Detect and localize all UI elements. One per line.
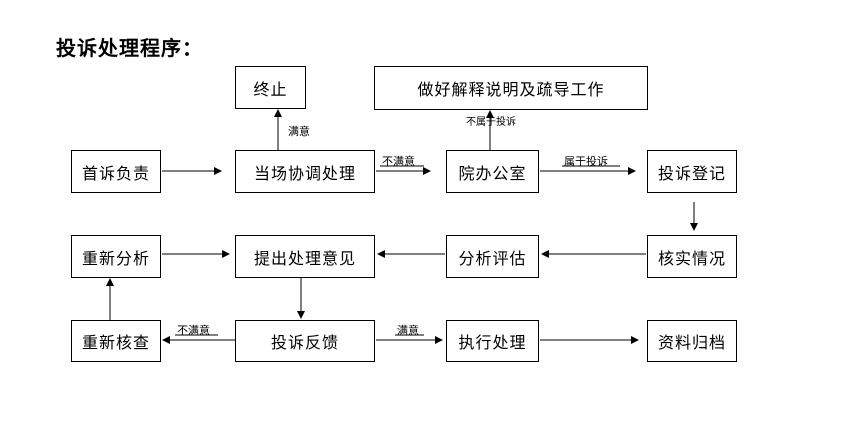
node-zuohao: 做好解释说明及疏导工作: [374, 66, 648, 110]
label-manyi-right: 满意: [397, 324, 419, 337]
node-guidang: 资料归档: [647, 320, 737, 362]
label-bumanyi-left: 不满意: [177, 324, 210, 337]
label-bushuyu: 不属于投诉: [466, 117, 516, 128]
node-fankui: 投诉反馈: [235, 320, 375, 362]
label-shuyu: 属于投诉: [564, 155, 608, 168]
node-dangchang: 当场协调处理: [235, 150, 375, 193]
node-zhixing: 执行处理: [446, 320, 539, 362]
node-yuanban: 院办公室: [446, 150, 539, 193]
node-chongxin-hecha: 重新核查: [71, 320, 161, 362]
node-zhongzhi: 终止: [235, 66, 306, 109]
node-heshi: 核实情况: [647, 235, 737, 278]
node-tichu: 提出处理意见: [235, 235, 375, 278]
node-dengji: 投诉登记: [647, 150, 737, 193]
node-fenxi-pinggu: 分析评估: [446, 235, 539, 278]
label-manyi-up: 满意: [288, 125, 310, 138]
label-bumanyi-right: 不满意: [382, 155, 415, 168]
node-shousu: 首诉负责: [71, 150, 161, 193]
node-chongxin-fenxi: 重新分析: [71, 235, 161, 278]
page-title: 投诉处理程序：: [56, 36, 203, 60]
